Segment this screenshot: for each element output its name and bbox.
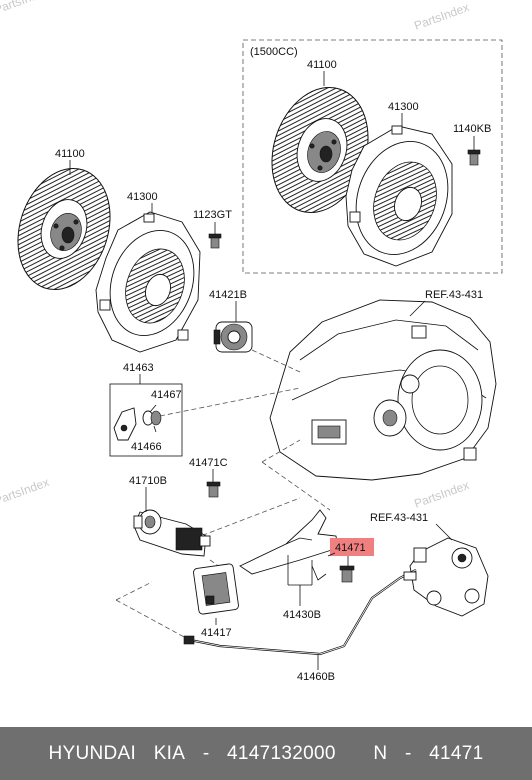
footer-separator: - [404, 743, 412, 764]
kit-clip[interactable] [113, 407, 137, 441]
guide-line [251, 349, 301, 373]
footer-make: KIA [153, 743, 186, 764]
guide-line [261, 461, 331, 511]
guide-line [115, 599, 187, 639]
release-bearing[interactable] [213, 321, 253, 353]
variant-box [242, 39, 503, 274]
label-kit-a: 41467 [151, 389, 182, 401]
mount-bracket[interactable] [409, 537, 489, 617]
release-fork[interactable] [239, 509, 339, 581]
kit-bushing[interactable] [142, 404, 162, 433]
transmission-housing[interactable] [269, 299, 497, 481]
footer-bar: HYUNDAI KIA - 4147132000 N - 41471 [0, 727, 532, 780]
label-kit-b: 41466 [131, 441, 162, 453]
leader-line [327, 552, 336, 557]
label-pressure-plate-box: 41300 [388, 101, 419, 113]
label-hydraulic-hose: 41460B [297, 671, 335, 683]
bolt-41471c[interactable] [206, 481, 221, 498]
footer-part-number: 4147132000 [227, 743, 336, 764]
highlight-box [330, 538, 374, 556]
footer-ref: N [373, 743, 388, 764]
label-bolt-1140kb: 1140KB [453, 123, 491, 135]
clutch-cylinder[interactable] [133, 509, 211, 557]
label-pressure-plate-left: 41300 [127, 191, 158, 203]
kit-bracket [109, 383, 183, 457]
fluid-reservoir[interactable] [193, 563, 239, 615]
label-highlighted-part: 41471 [335, 542, 366, 554]
label-ref-top: REF.43-431 [425, 289, 483, 301]
leader-line [435, 523, 453, 541]
leader-line [409, 300, 426, 317]
watermark: PartsIndex [412, 0, 471, 33]
pressure-plate-box[interactable] [341, 125, 463, 268]
label-kit: 41463 [123, 362, 154, 374]
pressure-plate-left[interactable] [95, 211, 208, 353]
bolt-1123gt[interactable] [208, 233, 222, 249]
label-release-fork: 41430B [283, 609, 321, 621]
label-bolt-41471c: 41471C [189, 457, 228, 469]
footer-separator: - [202, 743, 210, 764]
guide-line [115, 581, 153, 601]
footer-ref-code: 41471 [429, 743, 484, 764]
watermark: PartsIndex [412, 478, 471, 511]
hydraulic-hose[interactable] [183, 569, 417, 656]
guide-line [179, 497, 301, 545]
variant-box-label: (1500CC) [250, 46, 298, 58]
label-clutch-cylinder: 41710B [129, 475, 167, 487]
label-fluid-reservoir: 41417 [201, 627, 232, 639]
clutch-disc-box[interactable] [256, 75, 383, 225]
guide-line [261, 439, 301, 463]
label-clutch-disc-box: 41100 [307, 59, 337, 71]
label-bolt-1123gt: 1123GT [193, 209, 232, 221]
watermark: PartsIndex [0, 0, 51, 17]
bolt-1140kb[interactable] [467, 149, 481, 166]
pivot-bolt-41471[interactable] [339, 565, 355, 583]
label-release-bearing: 41421B [209, 289, 247, 301]
footer-brand: HYUNDAI [48, 743, 137, 764]
watermark: PartsIndex [0, 475, 51, 508]
label-ref-bottom: REF.43-431 [370, 512, 428, 524]
label-clutch-disc-left: 41100 [55, 148, 85, 160]
parts-diagram: PartsIndex PartsIndex PartsIndex PartsIn… [0, 0, 503, 683]
clutch-disc-left[interactable] [3, 156, 125, 301]
